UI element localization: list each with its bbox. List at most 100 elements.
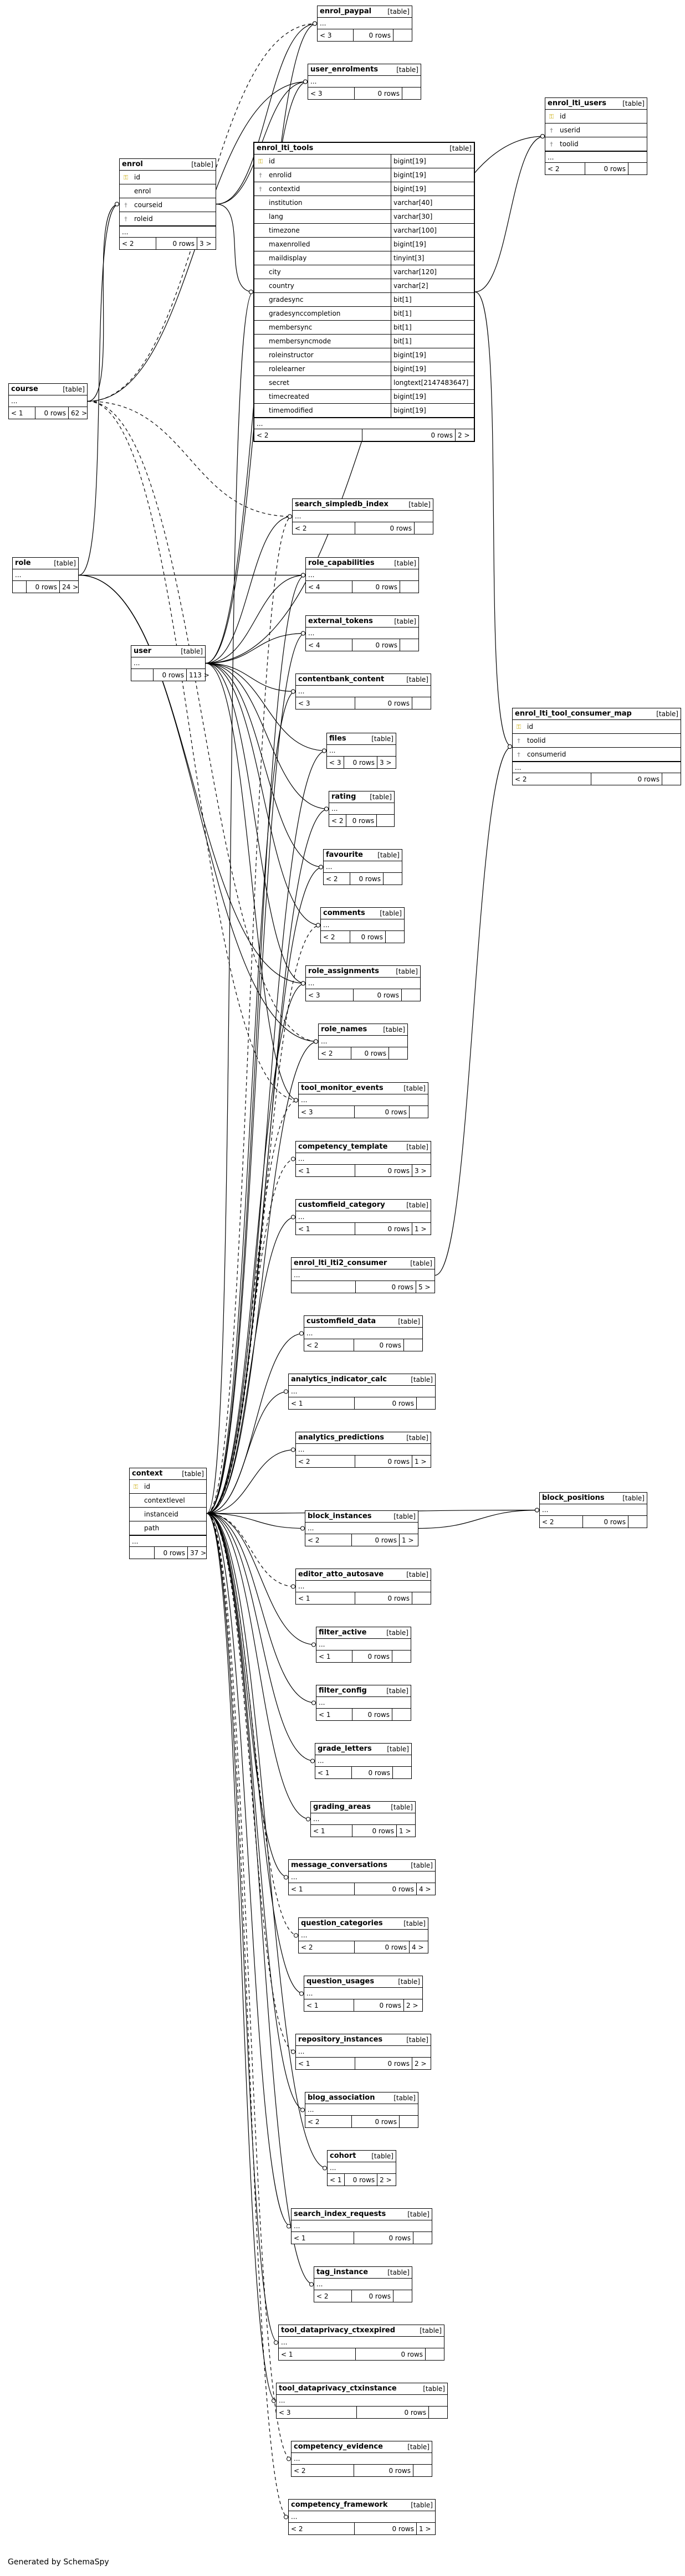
children-count[interactable] <box>393 2290 412 2302</box>
parents-count[interactable]: < 1 <box>313 1827 325 1835</box>
parents-count[interactable] <box>130 1547 154 1559</box>
column-row[interactable]: †consumerid <box>513 748 681 762</box>
children-count[interactable] <box>388 1047 407 1059</box>
column-row[interactable]: path <box>130 1521 206 1535</box>
table-name[interactable]: tool_dataprivacy_ctxexpired <box>281 2326 396 2335</box>
children-count[interactable] <box>402 88 421 99</box>
parents-count[interactable]: < 3 <box>320 31 332 39</box>
table-name[interactable]: role_names <box>321 1025 367 1034</box>
children-count[interactable]: 1 > <box>412 1223 431 1235</box>
table-enrol-lti-tool-consumer-map[interactable]: enrol_lti_tool_consumer_map[table]⚿id†to… <box>512 708 681 785</box>
children-count[interactable] <box>412 1592 431 1604</box>
children-count[interactable] <box>393 29 412 41</box>
table-name[interactable]: files <box>329 734 346 743</box>
parents-count[interactable]: < 2 <box>323 933 335 941</box>
table-name[interactable]: grading_areas <box>313 1803 371 1811</box>
table-name[interactable]: role <box>15 559 31 567</box>
table-name[interactable]: context <box>132 1469 163 1478</box>
children-count[interactable] <box>425 2348 444 2360</box>
column-row[interactable]: ⚿id <box>130 1480 206 1494</box>
children-count[interactable]: 4 > <box>409 1941 428 1953</box>
parents-count[interactable]: < 1 <box>306 2001 319 2009</box>
table-name[interactable]: enrol_lti_users <box>548 99 606 107</box>
table-name[interactable]: blog_association <box>308 2094 375 2102</box>
parents-count[interactable]: < 1 <box>319 1710 331 1719</box>
table-name[interactable]: question_categories <box>301 1919 383 1927</box>
children-count[interactable]: 2 > <box>377 2174 396 2186</box>
parents-count[interactable]: < 1 <box>298 1594 310 1602</box>
children-count[interactable] <box>409 1106 428 1118</box>
table-name[interactable]: grade_letters <box>318 1745 372 1753</box>
parents-count[interactable]: < 3 <box>298 699 310 707</box>
children-count[interactable]: 2 > <box>412 2058 431 2069</box>
children-count[interactable] <box>662 773 681 785</box>
children-count[interactable] <box>400 581 418 593</box>
children-count[interactable] <box>385 931 404 943</box>
parents-count[interactable]: < 3 <box>301 1108 313 1116</box>
parents-count[interactable]: < 2 <box>122 239 134 248</box>
parents-count[interactable]: < 2 <box>542 1518 554 1526</box>
parents-count[interactable]: < 1 <box>318 1768 330 1777</box>
table-name[interactable]: customfield_data <box>306 1317 376 1325</box>
parents-count[interactable]: < 1 <box>298 1225 310 1233</box>
table-name[interactable]: user_enrolments <box>310 65 379 74</box>
parents-count[interactable]: < 2 <box>316 2292 329 2300</box>
table-name[interactable]: tool_dataprivacy_ctxinstance <box>279 2384 397 2393</box>
column-row[interactable]: ⚿id <box>513 720 681 734</box>
parents-count[interactable]: < 2 <box>326 875 338 883</box>
parents-count[interactable]: < 1 <box>294 2234 306 2242</box>
children-count[interactable] <box>376 815 394 826</box>
children-count[interactable]: 5 > <box>416 1281 434 1293</box>
table-name[interactable]: rating <box>331 793 356 801</box>
table-name[interactable]: search_simpledb_index <box>295 500 388 508</box>
children-count[interactable]: 24 > <box>59 581 78 593</box>
table-name[interactable]: enrol_paypal <box>320 7 372 16</box>
parents-count[interactable]: < 1 <box>298 1166 310 1175</box>
parents-count[interactable]: < 3 <box>308 991 320 999</box>
table-name[interactable]: enrol_lti_tools <box>257 144 314 152</box>
children-count[interactable] <box>400 639 418 651</box>
parents-count[interactable]: < 2 <box>515 775 527 783</box>
column-row[interactable]: ⚿id <box>545 110 647 124</box>
table-name[interactable]: role_assignments <box>308 967 379 975</box>
children-count[interactable] <box>412 697 431 709</box>
children-count[interactable] <box>428 2407 447 2418</box>
parents-count[interactable]: < 4 <box>308 583 320 591</box>
parents-count[interactable]: < 2 <box>308 2117 320 2126</box>
table-name[interactable]: competency_evidence <box>294 2443 383 2451</box>
children-count[interactable] <box>383 873 402 885</box>
table-name[interactable]: tool_monitor_events <box>301 1084 384 1092</box>
table-name[interactable]: filter_active <box>319 1628 367 1637</box>
parents-count[interactable]: < 1 <box>291 1399 303 1407</box>
parents-count[interactable]: < 2 <box>331 816 344 825</box>
children-count[interactable]: 3 > <box>377 757 396 768</box>
